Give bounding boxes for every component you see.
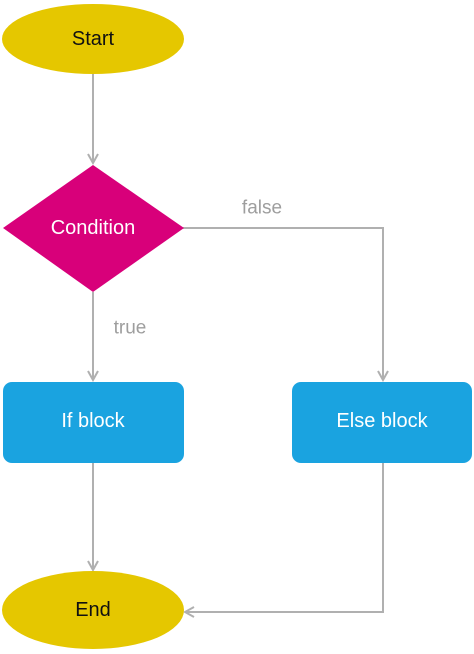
edge-label-true: true (114, 318, 147, 339)
edge-label-false: false (242, 198, 282, 219)
start-node[interactable]: Start (2, 4, 184, 74)
if-block-node-shape (3, 382, 184, 463)
end-node[interactable]: End (2, 571, 184, 649)
end-node-shape (2, 571, 184, 649)
edge-condition-to-else-block (183, 227, 383, 380)
if-block-node-label: If block (61, 410, 125, 432)
start-node-shape (2, 4, 184, 74)
if-block-node[interactable]: If block (3, 382, 184, 463)
condition-node[interactable]: Condition (3, 165, 184, 292)
else-block-node-label: Else block (336, 410, 428, 432)
else-block-node[interactable]: Else block (292, 382, 472, 463)
edge-else-block-to-end (185, 463, 384, 612)
start-node-label: Start (72, 28, 115, 50)
end-node-label: End (75, 599, 111, 621)
connectors (93, 73, 383, 612)
condition-node-label: Condition (51, 217, 136, 239)
condition-node-shape (3, 165, 184, 292)
else-block-node-shape (292, 382, 472, 463)
